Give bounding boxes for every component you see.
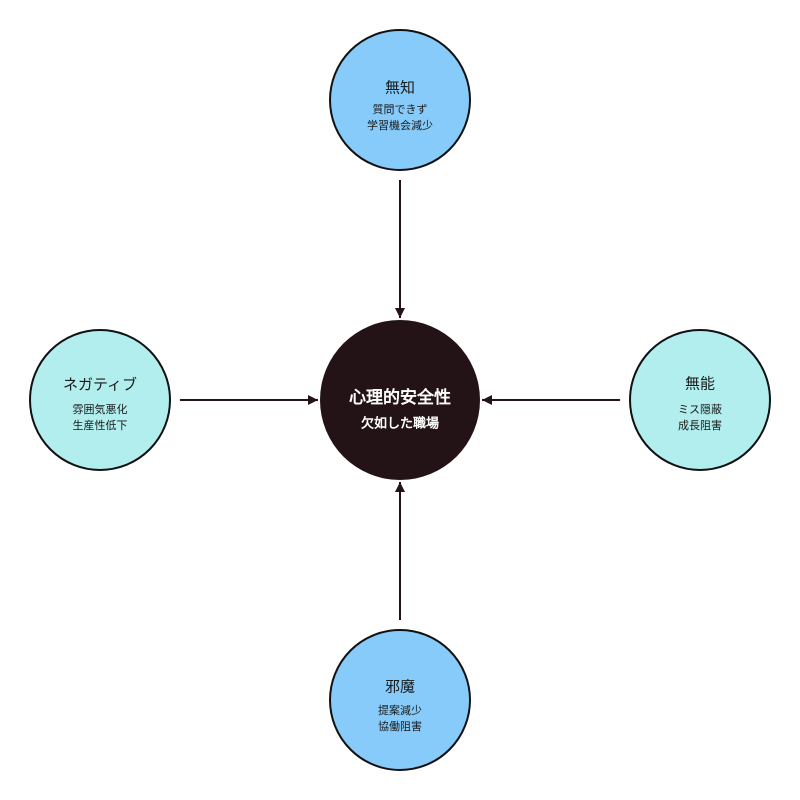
node-center: 心理的安全性 欠如した職場 xyxy=(320,320,480,480)
node-right-circle xyxy=(629,329,771,471)
node-top-line2: 学習機会減少 xyxy=(367,118,433,132)
node-right-line1: ミス隠蔽 xyxy=(678,403,722,416)
node-left-circle xyxy=(29,329,171,471)
node-left-title: ネガティブ xyxy=(63,376,137,394)
node-bottom-line1: 提案減少 xyxy=(378,703,422,717)
node-right-line2: 成長阻害 xyxy=(678,418,722,432)
node-right-title: 無能 xyxy=(685,375,715,393)
node-bottom: 邪魔 提案減少 協働阻害 xyxy=(329,629,471,771)
node-bottom-circle xyxy=(329,629,471,771)
node-top-line1: 質問できず xyxy=(373,102,428,116)
node-right: 無能 ミス隠蔽 成長阻害 xyxy=(629,329,771,471)
node-top-title: 無知 xyxy=(385,79,415,97)
node-bottom-line2: 協働阻害 xyxy=(378,719,422,733)
center-title: 心理的安全性 xyxy=(349,387,451,408)
node-left-line2: 生産性低下 xyxy=(73,418,128,432)
arrows xyxy=(180,180,620,620)
node-left-line1: 雰囲気悪化 xyxy=(73,402,128,416)
node-top: 無知 質問できず 学習機会減少 xyxy=(329,29,471,171)
node-center-circle xyxy=(320,320,480,480)
node-left: ネガティブ 雰囲気悪化 生産性低下 xyxy=(29,329,171,471)
center-subtitle: 欠如した職場 xyxy=(361,416,439,432)
node-top-circle xyxy=(329,29,471,171)
node-bottom-title: 邪魔 xyxy=(385,678,415,696)
